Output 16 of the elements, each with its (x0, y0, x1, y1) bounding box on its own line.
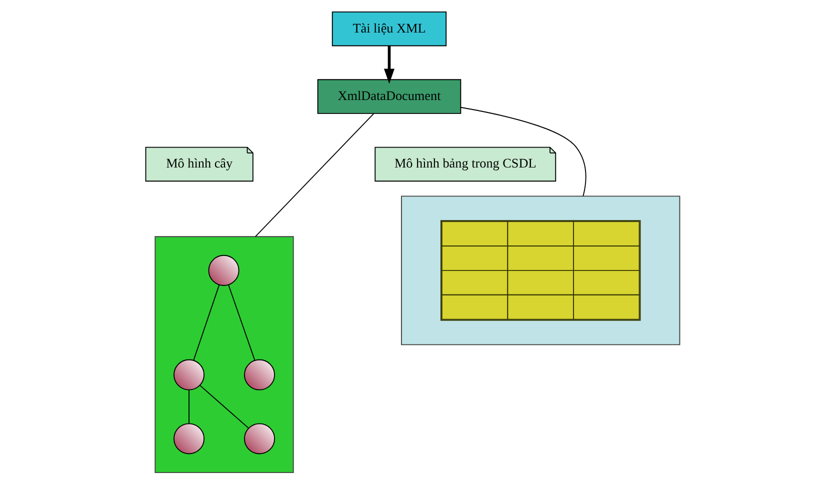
connector (188, 390, 189, 424)
node-circle (244, 423, 275, 454)
node-box: XmlDataDocument (316, 79, 461, 114)
connector (199, 384, 248, 428)
arrow (383, 46, 394, 84)
node-circle (173, 423, 204, 454)
node-box: Tài liệu XML (331, 11, 446, 46)
cluster (154, 236, 294, 474)
connector (228, 284, 255, 361)
connector (254, 113, 374, 238)
connector (192, 284, 220, 361)
node-circle (244, 359, 275, 390)
node-circle (208, 254, 239, 286)
node-circle (173, 359, 204, 390)
connector (460, 106, 586, 197)
cluster (400, 196, 680, 346)
